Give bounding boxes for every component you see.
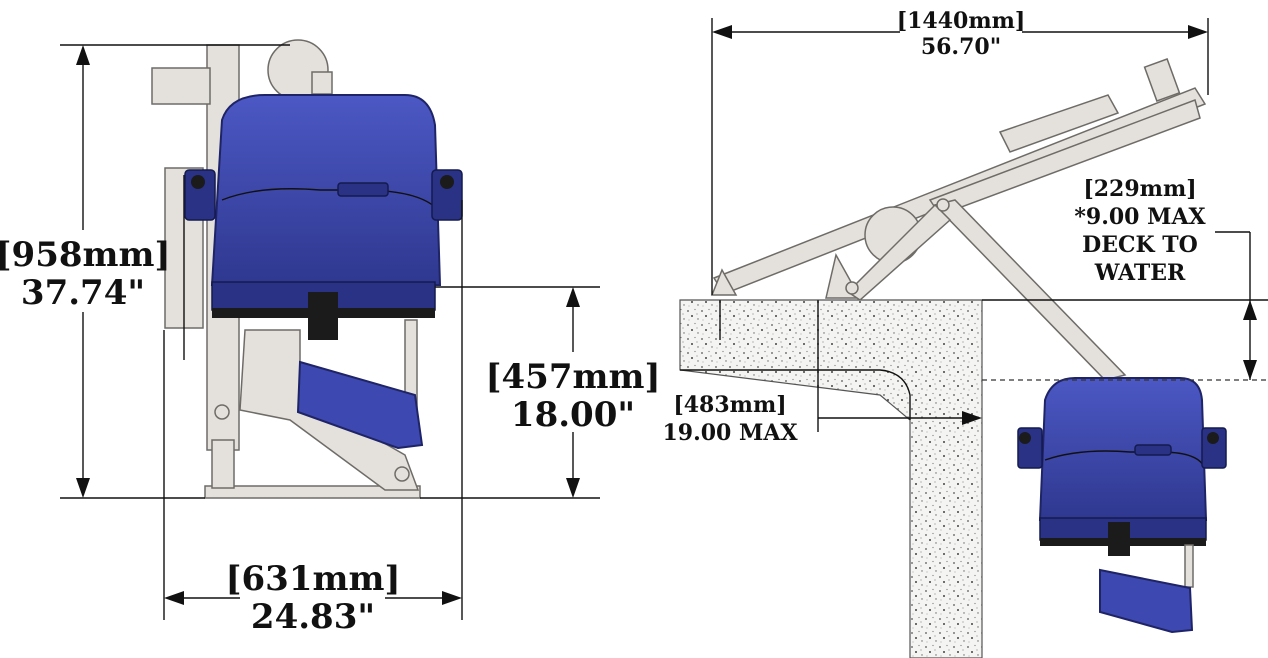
deck-dim-line2: *9.00 MAX <box>1074 204 1206 230</box>
pool-deck-concrete <box>679 299 983 658</box>
pulley-bracket <box>311 71 333 95</box>
width-imperial-label: 24.83" <box>251 597 375 637</box>
width-metric-label: [631mm] <box>225 559 400 599</box>
mast-lower <box>211 439 235 489</box>
seat-height-metric-label: [457mm] <box>485 357 660 397</box>
height-imperial-label: 37.74" <box>21 273 145 313</box>
lift-arm <box>239 329 420 491</box>
side-footrest <box>1099 568 1194 634</box>
side-seat-back <box>1038 377 1208 521</box>
height-metric-label: [958mm] <box>0 235 171 275</box>
setback-imperial-label: 19.00 MAX <box>662 420 798 446</box>
boom-control-box <box>998 94 1120 153</box>
length-imperial-label: 56.70" <box>921 34 1001 60</box>
mast-cylinder <box>151 67 211 105</box>
footrest <box>296 360 424 450</box>
right-armrest <box>431 169 463 221</box>
front-view: [958mm] 37.74" [457mm] 18.00" [631mm] 24… <box>0 39 661 637</box>
length-metric-label: [1440mm] <box>897 8 1026 34</box>
deck-dim-line4: WATER <box>1094 260 1186 286</box>
deck-dim-line3: DECK TO <box>1082 232 1198 258</box>
side-view: [1440mm] 56.70" [229mm] *9.00 MAX DECK T… <box>662 8 1268 658</box>
seat-height-imperial-label: 18.00" <box>511 395 635 435</box>
seat-latch <box>308 292 338 340</box>
seat-handle <box>337 182 389 197</box>
setback-metric-label: [483mm] <box>673 392 786 418</box>
deck-dim-line1: [229mm] <box>1083 176 1196 202</box>
base-plate <box>204 485 421 499</box>
